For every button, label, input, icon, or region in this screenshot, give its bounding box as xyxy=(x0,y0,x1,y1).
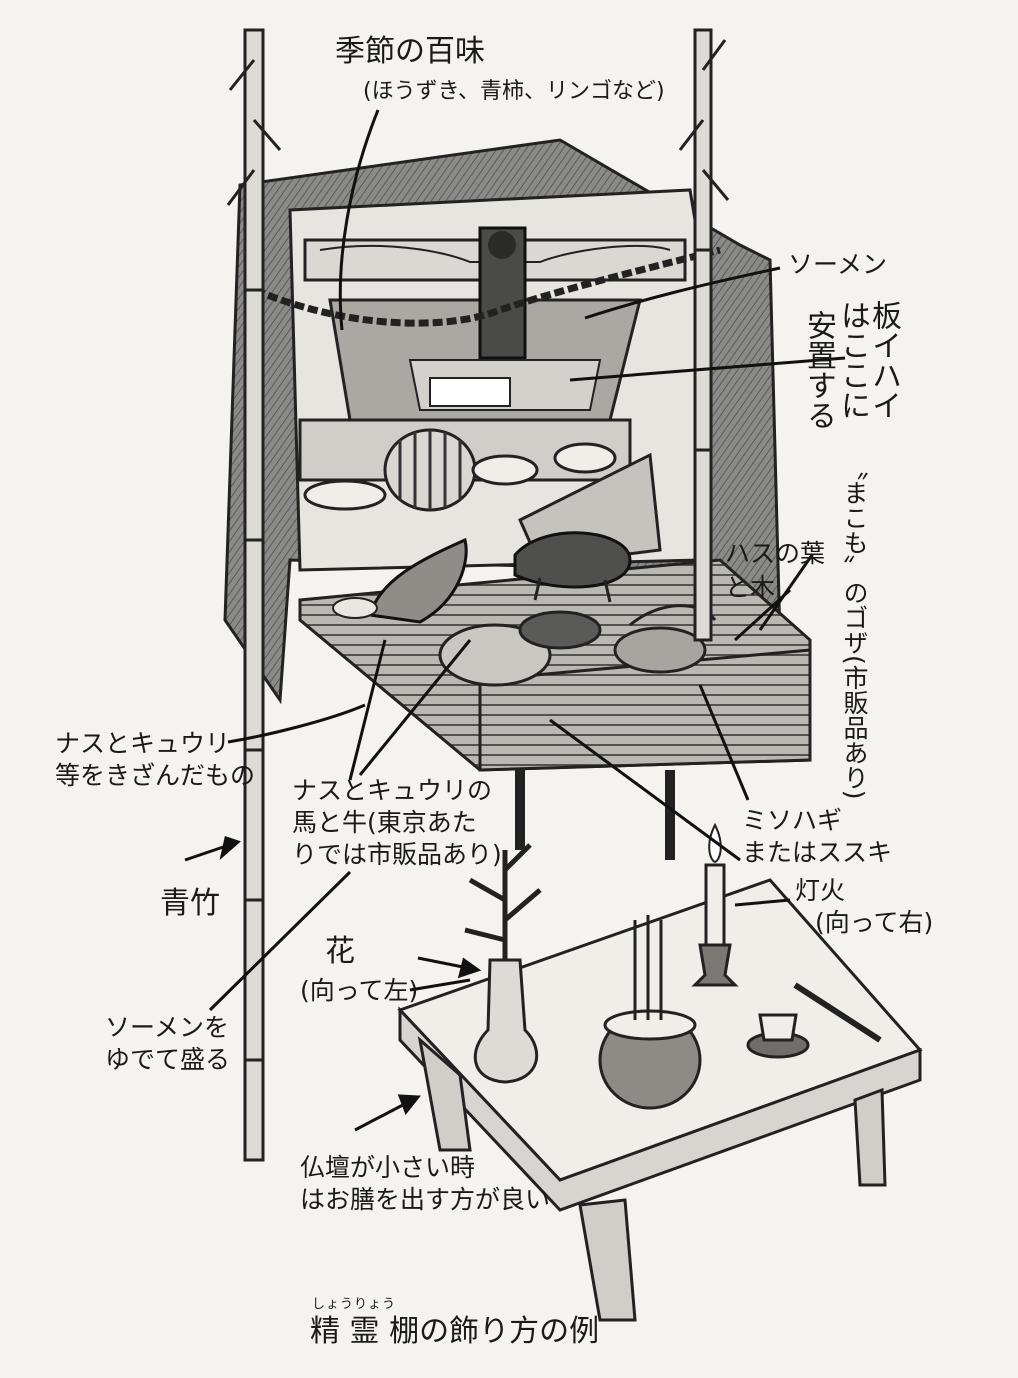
flower-label: 花 xyxy=(325,934,355,969)
boiled-somen-label-line2: ゆでて盛る xyxy=(105,1045,231,1074)
green-bamboo-label: 青竹 xyxy=(160,886,220,921)
caption-ruby: しょうりょう xyxy=(312,1297,397,1312)
lotus-leaf-label: ハスの葉 xyxy=(725,539,826,568)
horse-cow-label-line3: りでは市販品あり) xyxy=(292,840,502,869)
pointer-arrows xyxy=(184,836,482,1132)
seasonal-offerings-examples: (ほうずき、青柿、リンゴなど) xyxy=(363,79,665,104)
lotus-leaf-label-line2: と木 xyxy=(725,573,776,602)
chopped-vegetables-label-line2: 等をきざんだもの xyxy=(55,761,256,790)
makomo-mat-label: 〝まこも〞のゴザ(市販品あり) xyxy=(840,455,869,800)
misohagi-label: ミソハギ xyxy=(742,806,843,835)
chopped-vegetables-label: ナスとキュウリ xyxy=(55,729,231,758)
horse-cow-label-line2: 馬と牛(東京あた xyxy=(292,808,477,837)
lamp-label: 灯火 xyxy=(795,876,846,905)
somen-label: ソーメン xyxy=(788,250,888,279)
ihai-label-col3: 安置する xyxy=(801,310,836,430)
leader-lines xyxy=(208,109,846,1012)
lamp-label-line2: (向って右) xyxy=(815,908,934,937)
horse-cow-label: ナスとキュウリの xyxy=(292,776,493,805)
offering-tray-table xyxy=(397,822,923,1322)
figure-caption: 精 霊 棚の飾り方の例 xyxy=(310,1314,600,1349)
seasonal-offerings-label: 季節の百味 xyxy=(335,34,485,69)
boiled-somen-label: ソーメンを xyxy=(105,1013,230,1042)
flower-label-line2: (向って左) xyxy=(300,976,419,1005)
small-altar-note: 仏壇が小さい時 xyxy=(300,1153,476,1182)
green-bamboo-poles xyxy=(226,28,730,1162)
ihai-label-col2: はここに xyxy=(835,300,870,420)
small-altar-note-line2: はお膳を出す方が良い xyxy=(300,1185,551,1214)
misohagi-label-line2: またはススキ xyxy=(742,838,893,867)
ihai-label-col1: 板イハイ xyxy=(866,300,901,420)
